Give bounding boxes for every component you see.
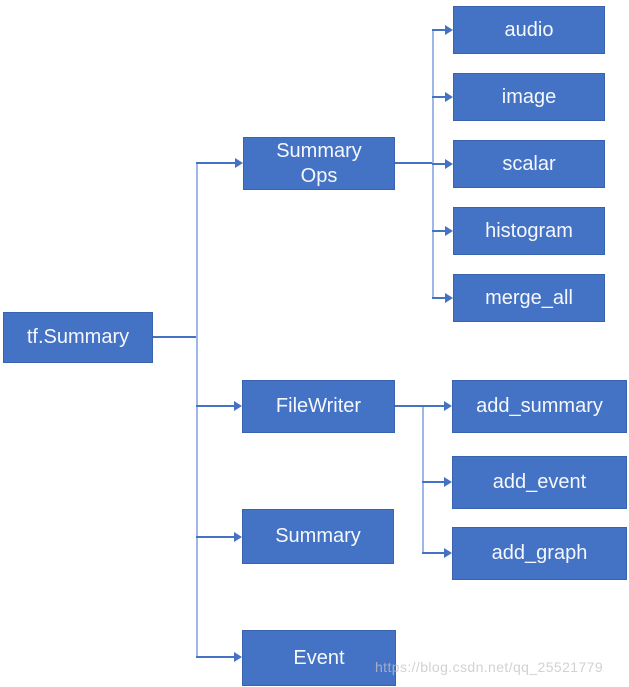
node-filewriter: FileWriter xyxy=(242,380,395,433)
connector-main-trunk xyxy=(196,162,198,658)
node-audio: audio xyxy=(453,6,605,54)
connector-filewriter-stub xyxy=(395,405,423,407)
arrow-right-icon xyxy=(234,532,242,542)
connector-filewriter-trunk xyxy=(422,405,424,554)
arrow-right-icon xyxy=(445,92,453,102)
arrow-right-icon xyxy=(234,652,242,662)
arrow-right-icon xyxy=(444,477,452,487)
arrow-right-icon xyxy=(445,159,453,169)
node-image: image xyxy=(453,73,605,121)
arrow-right-icon xyxy=(445,226,453,236)
node-summary-ops: Summary Ops xyxy=(243,137,395,190)
node-histogram: histogram xyxy=(453,207,605,255)
arrow-right-icon xyxy=(444,401,452,411)
arrow-right-icon xyxy=(445,25,453,35)
node-add-event: add_event xyxy=(452,456,627,509)
connector-to-merge-all xyxy=(432,297,445,299)
watermark-url: https://blog.csdn.net/qq_25521779 xyxy=(375,659,604,675)
node-event: Event xyxy=(242,630,396,686)
arrow-right-icon xyxy=(234,401,242,411)
arrow-right-icon xyxy=(444,548,452,558)
connector-to-audio xyxy=(432,29,445,31)
arrow-right-icon xyxy=(445,293,453,303)
connector-to-summary xyxy=(196,536,234,538)
connector-root-stub xyxy=(153,336,196,338)
connector-summary-ops-stub xyxy=(395,162,433,164)
node-add-graph: add_graph xyxy=(452,527,627,580)
node-tf-summary: tf.Summary xyxy=(3,312,153,363)
arrow-right-icon xyxy=(235,158,243,168)
connector-to-add-summary xyxy=(422,405,444,407)
connector-to-histogram xyxy=(432,230,445,232)
connector-to-summary-ops xyxy=(196,162,235,164)
node-scalar: scalar xyxy=(453,140,605,188)
connector-to-event xyxy=(196,656,234,658)
node-summary: Summary xyxy=(242,509,394,564)
node-merge-all: merge_all xyxy=(453,274,605,322)
connector-to-add-event xyxy=(422,481,444,483)
node-add-summary: add_summary xyxy=(452,380,627,433)
connector-to-add-graph xyxy=(422,552,444,554)
connector-to-image xyxy=(432,96,445,98)
connector-to-scalar xyxy=(432,163,445,165)
connector-to-filewriter xyxy=(196,405,234,407)
